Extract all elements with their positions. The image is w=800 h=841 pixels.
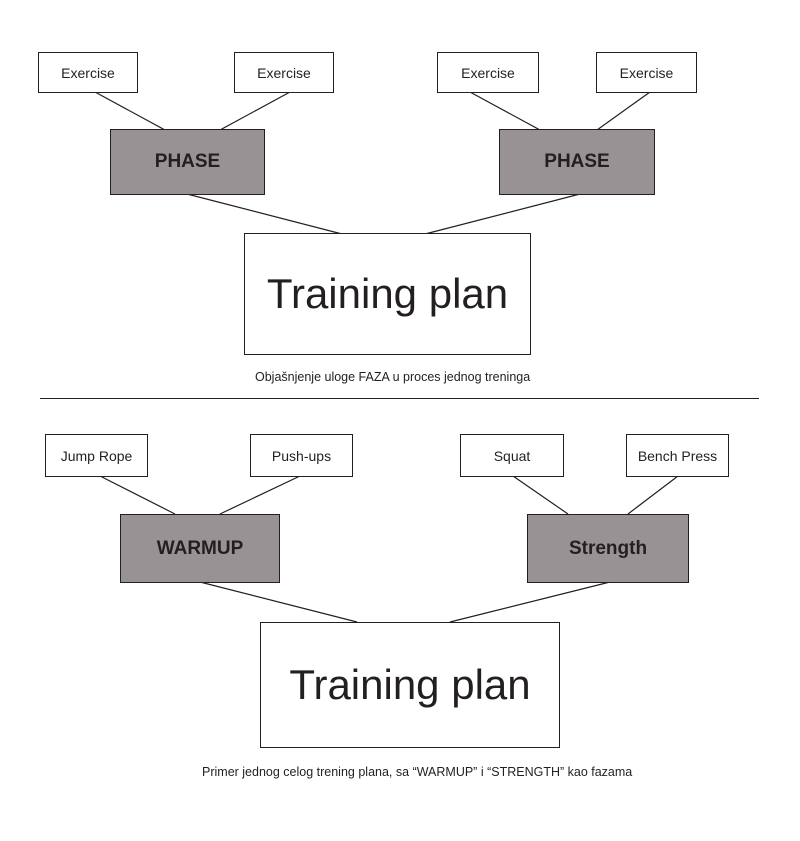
connector-line [99, 475, 176, 515]
exercise-label: Squat [493, 447, 531, 464]
connector-line [199, 581, 358, 623]
exercise-box: Exercise [596, 52, 697, 93]
phase-label: WARMUP [156, 537, 244, 559]
phase-box: Strength [527, 514, 689, 583]
exercise-label: Exercise [619, 64, 674, 81]
section-divider [40, 398, 759, 399]
connector-line [512, 475, 569, 515]
connector-line [219, 475, 301, 515]
training-plan-box: Training plan [244, 233, 531, 355]
diagram-caption: Objašnjenje uloge FAZA u proces jednog t… [255, 370, 531, 384]
exercise-box: Bench Press [626, 434, 729, 477]
phase-label: PHASE [544, 151, 610, 172]
connector-line [627, 475, 679, 515]
exercise-label: Exercise [257, 64, 311, 81]
phase-box: WARMUP [120, 514, 280, 583]
phase-box: PHASE [499, 129, 655, 195]
exercise-box: Exercise [437, 52, 539, 93]
exercise-box: Exercise [38, 52, 138, 93]
connector-line [469, 91, 541, 131]
exercise-label: Jump Rope [60, 447, 133, 464]
phase-label: Strength [568, 537, 648, 559]
exercise-label: Bench Press [637, 447, 718, 464]
exercise-label: Exercise [461, 64, 515, 81]
training-plan-label: Training plan [266, 270, 509, 317]
exercise-box: Squat [460, 434, 564, 477]
connector-line [94, 91, 166, 131]
exercise-label: Exercise [61, 64, 115, 81]
connector-line [449, 581, 611, 623]
diagram-caption: Primer jednog celog trening plana, sa “W… [202, 765, 633, 779]
exercise-box: Push-ups [250, 434, 353, 477]
training-plan-label: Training plan [289, 661, 531, 708]
connector-line [596, 91, 651, 131]
connector-line [424, 193, 581, 235]
connector-line [219, 91, 291, 131]
exercise-label: Push-ups [271, 447, 332, 464]
phase-box: PHASE [110, 129, 265, 195]
exercise-box: Jump Rope [45, 434, 148, 477]
training-plan-box: Training plan [260, 622, 560, 748]
exercise-box: Exercise [234, 52, 334, 93]
connector-line [186, 193, 343, 235]
phase-label: PHASE [154, 151, 221, 172]
